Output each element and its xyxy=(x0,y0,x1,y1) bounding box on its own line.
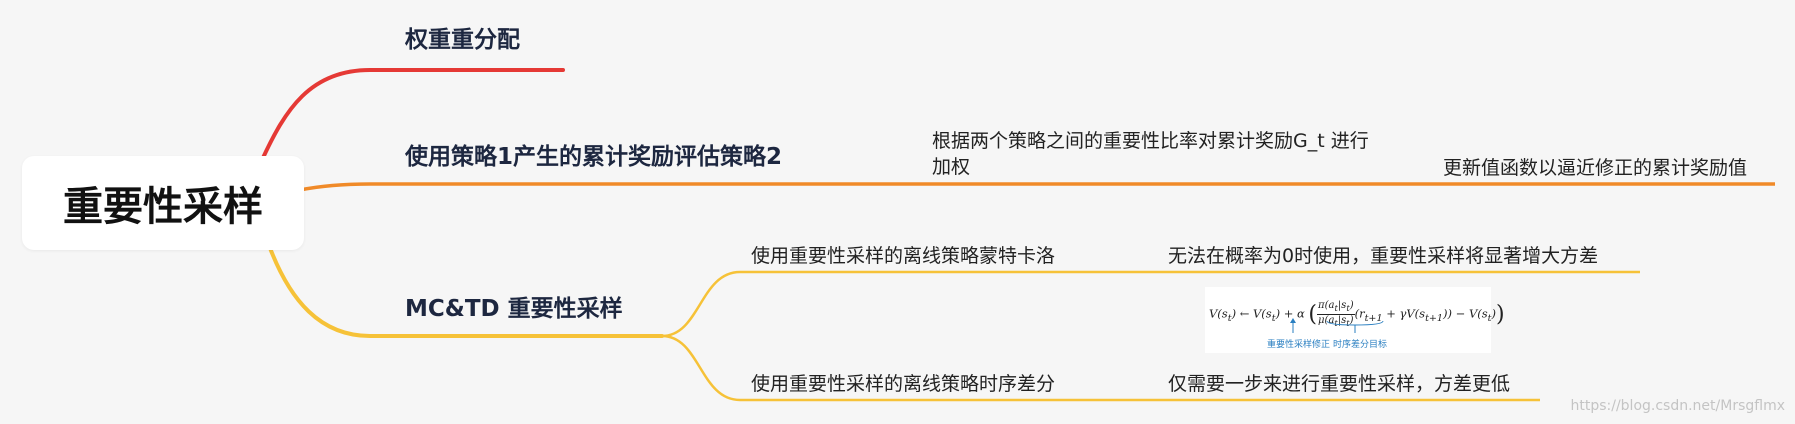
subtopic-offpolicy-td[interactable]: 使用重要性采样的离线策略时序差分 xyxy=(751,373,1056,395)
watermark: https://blog.csdn.net/Mrsgflmx xyxy=(1570,398,1785,414)
connector-root-to-weight-redistribution xyxy=(260,68,565,162)
root-topic[interactable]: 重要性采样 xyxy=(22,156,304,250)
formula-equation: V(st) ← V(st) + α (π(at|st)μ(at|st)(rt+1… xyxy=(1209,300,1505,328)
topic-weight-redistribution[interactable]: 权重重分配 xyxy=(405,27,520,53)
topic-mc-td[interactable]: MC&TD 重要性采样 xyxy=(405,296,623,322)
td-importance-sampling-formula-image: V(st) ← V(st) + α (π(at|st)μ(at|st)(rt+1… xyxy=(1205,287,1505,353)
formula-annotation-arrows xyxy=(1290,318,1384,333)
subtopic-update-value-fn[interactable]: 更新值函数以逼近修正的累计奖励值 xyxy=(1443,157,1748,179)
connector-root-to-mc-td xyxy=(268,246,664,338)
formula-annotation-correction: 重要性采样修正 xyxy=(1267,340,1331,350)
note-mc-variance[interactable]: 无法在概率为0时使用，重要性采样将显著增大方差 xyxy=(1168,245,1599,267)
formula-annotation-td-target: 时序差分目标 xyxy=(1333,340,1388,350)
topic-policy-eval[interactable]: 使用策略1产生的累计奖励评估策略2 xyxy=(405,144,783,170)
note-td-variance[interactable]: 仅需要一步来进行重要性采样，方差更低 xyxy=(1168,373,1511,395)
subtopic-offpolicy-mc[interactable]: 使用重要性采样的离线策略蒙特卡洛 xyxy=(751,245,1056,267)
subtopic-weighting[interactable]: 根据两个策略之间的重要性比率对累计奖励G_t 进行加权 xyxy=(932,130,1369,178)
connector-root-to-policy-eval xyxy=(299,182,1775,192)
connector-mc-td-to-mc xyxy=(661,270,1138,338)
connector-mc-td-to-td xyxy=(661,334,1138,402)
